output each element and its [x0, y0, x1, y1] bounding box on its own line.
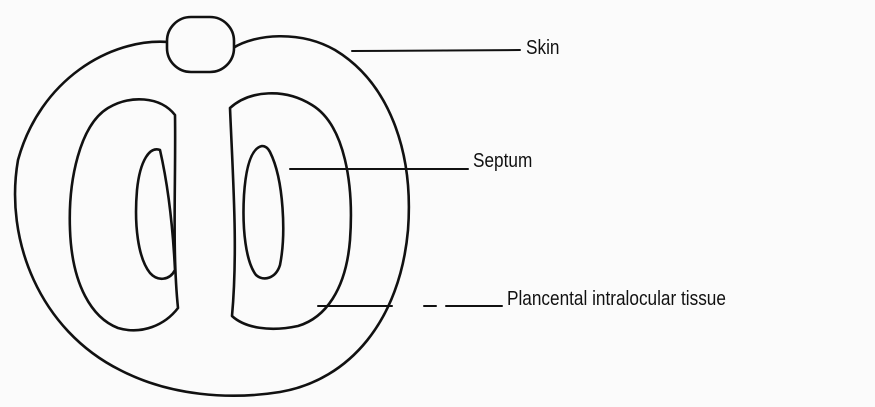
label-placental-tissue: Plancental intralocular tissue	[507, 289, 726, 309]
left-seed-cavity	[136, 149, 175, 278]
label-septum: Septum	[473, 151, 532, 171]
right-seed-cavity	[244, 146, 284, 278]
skin-leader-line	[352, 50, 520, 51]
left-locule-outer	[70, 99, 178, 330]
right-locule-outer	[230, 93, 351, 328]
label-skin: Skin	[526, 38, 559, 58]
top-nub	[167, 17, 234, 72]
